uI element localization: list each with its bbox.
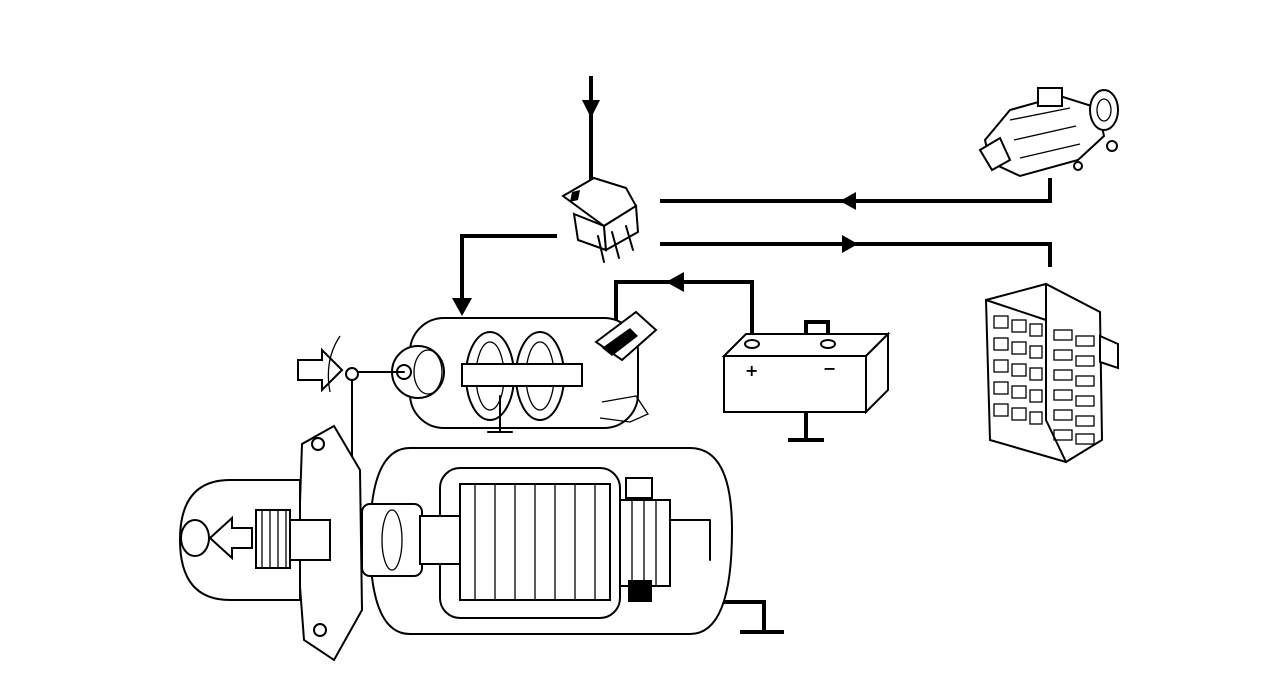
commutator-segments [631,500,657,586]
push-arrow-icon [297,347,344,393]
fuse-slots [993,315,1095,445]
ignition-switch-screw [1073,161,1083,171]
battery: + − [721,331,891,415]
battery-positive-terminal [744,339,760,349]
wire-connector-to-solenoid [460,234,557,312]
fuse-box [984,282,1119,464]
fuse-box-body [984,282,1104,464]
fuse-box-tab [1099,334,1119,370]
solenoid-plunger [461,363,583,387]
starter-motor [178,335,734,662]
solenoid-terminal-hatch [602,328,638,356]
fuse-box-edge [985,299,1047,321]
ignition-lock-cylinder [1089,89,1119,131]
flange-bolt-hole [313,623,327,637]
arrow-down-icon [582,100,600,118]
connector-pin [611,231,620,259]
overrunning-clutch [289,519,331,561]
wire-connector-to-fusebox [660,242,1052,267]
battery-negative-label: − [823,359,836,378]
connector-pin [625,225,634,251]
brush-holder [625,477,653,499]
connector-face [602,204,640,252]
ignition-switch-detail [1009,107,1071,121]
arrow-right-icon [842,235,858,253]
arrow-down-icon [452,298,472,316]
ignition-switch [978,87,1119,178]
motor-terminal [628,580,652,602]
connector [561,176,640,263]
wire-ignition-to-connector [660,178,1052,203]
drive-spring [361,503,423,577]
shift-lever-pivot [345,367,359,381]
connector-pin [597,235,605,263]
engage-arrow-icon [208,515,253,561]
lever-arc [327,335,341,393]
solenoid-bracket [599,395,649,423]
solenoid [391,310,658,433]
pinion-teeth [261,510,287,568]
solenoid-plunger-ring [413,349,443,395]
drive-end-nose [180,519,210,557]
drive-spring-coil [381,509,403,571]
pinion-gear [255,509,291,569]
battery-side [865,331,889,415]
armature-windings [474,484,596,600]
connector-latch [570,190,580,202]
ignition-switch-detail [1013,125,1077,141]
commutator [619,499,671,587]
battery-positive-label: + [745,361,758,380]
fuse-box-edge [1045,283,1067,463]
arrow-left-icon [666,272,684,292]
battery-negative-terminal [820,339,836,349]
shaft-bearing [419,515,461,565]
ignition-switch-tab [1037,87,1063,107]
end-cap-lead [669,519,711,561]
ignition-switch-plug [978,136,1012,172]
connector-body [561,176,638,228]
ignition-keyway [1096,98,1112,122]
ignition-switch-detail [1019,143,1081,159]
flange-bolt-hole [311,437,325,451]
arrow-left-icon [840,192,856,210]
ignition-switch-screw [1106,140,1118,152]
